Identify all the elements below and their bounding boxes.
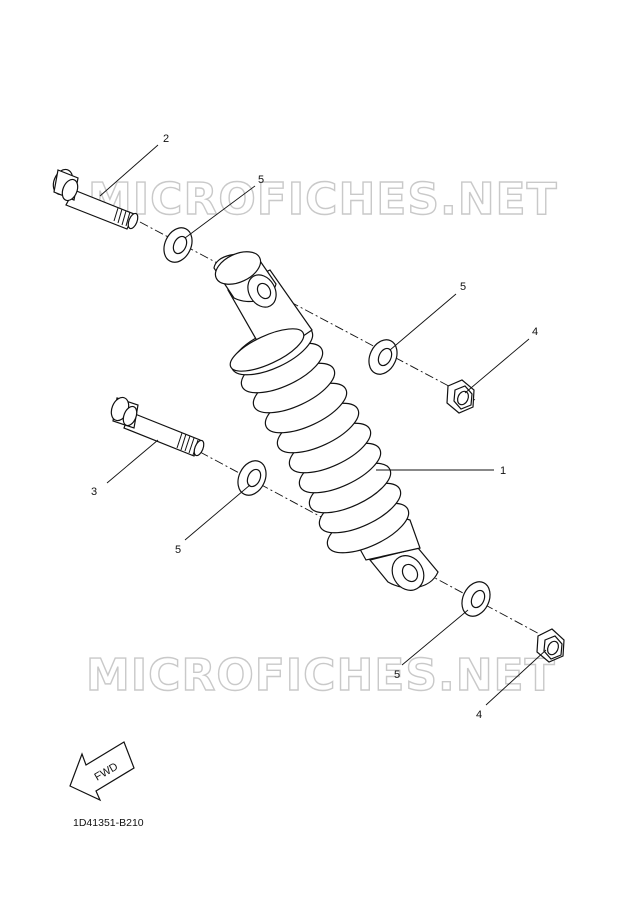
callout-4-upper: 4 <box>532 326 538 338</box>
washer-upper-right <box>368 339 398 375</box>
watermark-top: MICROFICHES.NET <box>88 174 558 225</box>
callout-5-lower-right: 5 <box>394 669 400 681</box>
shock-absorber <box>213 251 439 591</box>
assembly-axis-upper <box>139 221 476 401</box>
watermark-bottom: MICROFICHES.NET <box>86 650 556 701</box>
fwd-arrow-icon: FWD <box>69 741 135 802</box>
washer-lower-left <box>237 460 267 496</box>
callout-2: 2 <box>163 133 169 145</box>
washer-upper-left <box>163 227 193 263</box>
callout-3: 3 <box>91 486 97 498</box>
nut-lower <box>536 628 565 663</box>
diagram-code: 1D41351-B210 <box>73 817 144 829</box>
leader-lines <box>99 144 547 706</box>
callout-5-lower-left: 5 <box>175 544 181 556</box>
callout-5-upper-left: 5 <box>258 174 264 186</box>
callout-1: 1 <box>500 465 506 477</box>
bolt-upper <box>52 168 139 230</box>
callout-4-lower: 4 <box>476 709 482 721</box>
callout-5-upper-right: 5 <box>460 281 466 293</box>
bolt-lower <box>110 396 205 457</box>
washer-lower-right <box>461 581 491 617</box>
nut-upper <box>446 379 475 414</box>
